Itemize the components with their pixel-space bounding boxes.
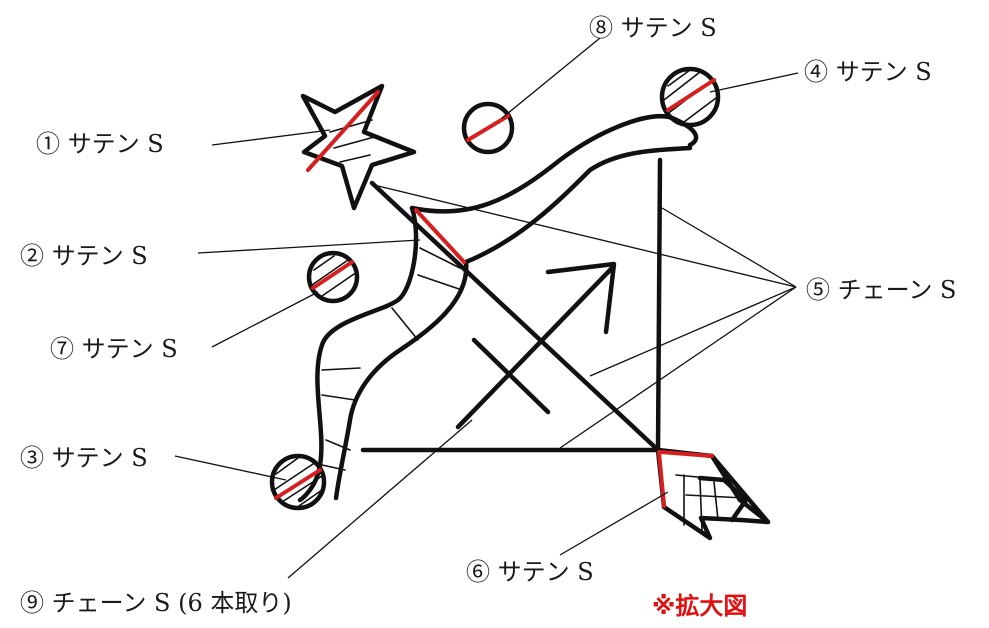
- leader-3: [175, 456, 286, 480]
- circle-8: [464, 104, 512, 152]
- leader-5d: [560, 287, 796, 448]
- leader-4: [710, 73, 798, 92]
- label-1: ① サテン S: [36, 130, 164, 158]
- label-3: ③ サテン S: [20, 444, 148, 472]
- enlarged-view-note: ※拡大図: [652, 592, 747, 620]
- star: [303, 86, 414, 208]
- satin-mark-2: [416, 210, 464, 262]
- bow-ribbon: [300, 116, 696, 500]
- circle-7: [309, 253, 357, 301]
- sagittarius-symbol: [458, 264, 614, 427]
- bow-outer-curve: [300, 208, 416, 500]
- leader-1: [212, 130, 330, 145]
- fletching-outline: [658, 450, 768, 538]
- leader-7: [212, 292, 318, 347]
- label-6: ⑥ サテン S: [466, 558, 594, 586]
- satin-mark-8: [468, 116, 508, 140]
- label-8: ⑧ サテン S: [589, 14, 717, 42]
- label-4: ④ サテン S: [804, 58, 932, 86]
- bow-upper-outer: [412, 116, 696, 211]
- label-2: ② サテン S: [20, 242, 148, 270]
- bowstring-vertical: [658, 160, 660, 450]
- leader-5b: [662, 208, 796, 287]
- satin-mark-6: [659, 452, 664, 506]
- label-9: ⑨ チェーン S (6 本取り): [20, 589, 292, 617]
- leader-6: [560, 492, 668, 555]
- label-7: ⑦ サテン S: [50, 335, 178, 363]
- circle-4: [662, 69, 718, 125]
- leader-2: [198, 240, 420, 253]
- arrow-fletching: [658, 450, 768, 538]
- leader-8: [502, 38, 600, 118]
- bow-upper-inner: [466, 148, 690, 262]
- label-5: ⑤ チェーン S: [806, 276, 957, 304]
- star-outline: [303, 86, 414, 208]
- bowstring-and-arrow: [363, 160, 660, 450]
- leader-5c: [590, 287, 796, 376]
